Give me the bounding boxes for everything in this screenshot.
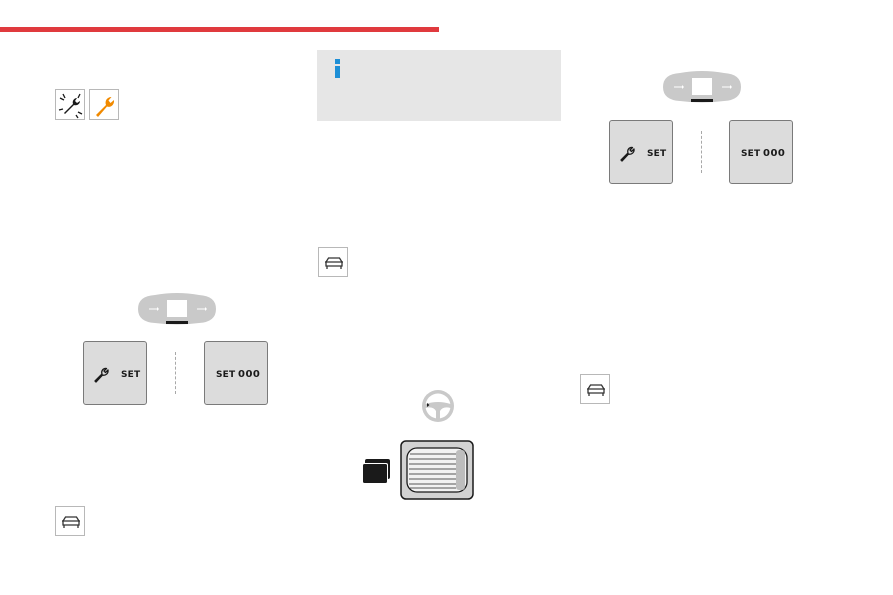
counter-set-button[interactable]: SET 000 bbox=[204, 341, 268, 405]
wrench-sparkle-icon bbox=[55, 89, 85, 120]
counter-value: 000 bbox=[763, 148, 786, 159]
header-accent-rule bbox=[0, 27, 439, 32]
counter-set-button[interactable]: SET 000 bbox=[729, 120, 793, 184]
service-set-button[interactable]: SET bbox=[609, 120, 673, 184]
stacked-screens-icon bbox=[361, 459, 391, 485]
car-front-icon bbox=[318, 247, 348, 277]
instrument-cluster-icon bbox=[137, 292, 217, 328]
divider bbox=[701, 131, 702, 173]
car-front-icon bbox=[580, 374, 610, 404]
counter-value: 000 bbox=[238, 369, 261, 380]
divider bbox=[175, 352, 176, 394]
wrench-icon bbox=[620, 146, 635, 162]
set-label: SET bbox=[647, 149, 667, 159]
car-front-icon bbox=[55, 506, 85, 536]
instrument-cluster-icon bbox=[662, 70, 742, 106]
steering-wheel-icon bbox=[421, 389, 455, 423]
wrench-icon bbox=[94, 367, 109, 383]
info-panel bbox=[317, 50, 561, 121]
set-label: SET bbox=[216, 370, 236, 380]
set-label: SET bbox=[121, 370, 141, 380]
orange-wrench-icon bbox=[89, 89, 119, 120]
thumbwheel-icon[interactable] bbox=[400, 440, 474, 500]
info-i-icon bbox=[335, 59, 340, 78]
service-set-button[interactable]: SET bbox=[83, 341, 147, 405]
set-label: SET bbox=[741, 149, 761, 159]
